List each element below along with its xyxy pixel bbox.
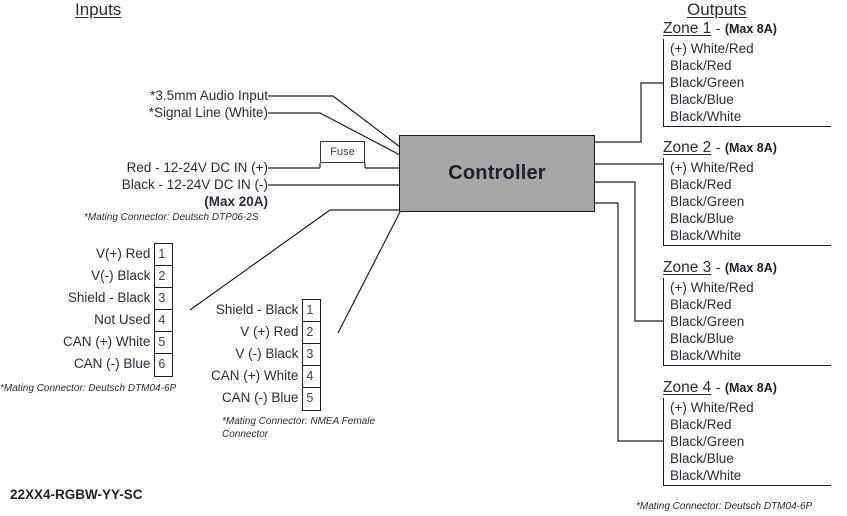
inputs-heading: Inputs [75, 0, 122, 19]
input-label-power-max: (Max 20A) [204, 194, 268, 209]
connector-1-pin-label: Not Used [94, 312, 151, 327]
zone-4-wire: Black/White [670, 468, 742, 483]
connector-1-pin-label: V(+) Red [95, 246, 151, 261]
controller-label: Controller [448, 162, 546, 184]
connector-1-pin-number: 5 [155, 332, 173, 354]
zone-1-name: Zone 1 [663, 20, 712, 37]
connector-1-pin-number: 3 [155, 288, 173, 310]
wire-connector-1 [189, 209, 399, 311]
zone-2-dash: - [715, 139, 721, 155]
outputs-note: *Mating Connector: Deutsch DTM04-6P [636, 501, 813, 512]
connector-1-pin-label: V(-) Black [91, 268, 151, 283]
connector-2-pin-number: 1 [303, 300, 321, 322]
fuse-block: Fuse [320, 141, 365, 163]
zone-4-wire: Black/Red [670, 417, 732, 432]
zone-4-wire-list: (+) White/Red Black/Red Black/Green Blac… [663, 398, 831, 486]
zone-3-wire: Black/Green [670, 314, 745, 329]
connector-2-block: Shield - Black V (+) Red V (-) Black CAN… [211, 299, 322, 411]
connector-1-pins: 1 2 3 4 5 6 [154, 243, 174, 377]
fuse-label: Fuse [330, 146, 355, 158]
zone-2-block: Zone 2 - (Max 8A) (+) White/Red Black/Re… [663, 140, 838, 246]
zone-4-wire: (+) White/Red [670, 400, 754, 415]
connector-2-pin-number: 2 [303, 322, 321, 344]
zone-1-wire: (+) White/Red [670, 41, 754, 56]
zone-1-heading: Zone 1 - (Max 8A) [663, 21, 838, 37]
connector-1-pin-label: CAN (-) Blue [73, 356, 151, 371]
connector-2-labels: Shield - Black V (+) Red V (-) Black CAN… [211, 299, 302, 409]
connector-1-block: V(+) Red V(-) Black Shield - Black Not U… [63, 243, 174, 377]
wire-connector-2 [337, 211, 401, 334]
zone-1-wire-list: (+) White/Red Black/Red Black/Green Blac… [663, 39, 831, 127]
zone-3-heading: Zone 3 - (Max 8A) [663, 260, 838, 276]
zone-4-dash: - [715, 379, 721, 395]
connector-2-pin-number: 3 [303, 344, 321, 366]
connector-1-pin-number: 2 [155, 266, 173, 288]
connector-1-pin-number: 4 [155, 310, 173, 332]
zone-1-dash: - [715, 20, 721, 36]
zone-2-max: (Max 8A) [724, 141, 777, 155]
zone-2-wire: Black/Red [670, 177, 732, 192]
zone-4-max: (Max 8A) [724, 381, 777, 395]
connector-2-pin-label: CAN (-) Blue [221, 390, 299, 405]
zone-3-wire: (+) White/Red [670, 280, 754, 295]
input-label-power-negative: Black - 12-24V DC IN (-) [121, 177, 268, 192]
zone-4-wire: Black/Blue [670, 451, 734, 466]
connector-2-pin-label: Shield - Black [215, 302, 299, 317]
wire-zone-1 [595, 82, 663, 143]
controller-block: Controller [399, 135, 595, 212]
input-label-power-positive: Red - 12-24V DC IN (+) [126, 160, 268, 175]
connector-2-pin-number: 5 [306, 391, 314, 405]
connector-2-pin-number: 4 [303, 366, 321, 388]
zone-2-name: Zone 2 [663, 139, 712, 156]
zone-4-block: Zone 4 - (Max 8A) (+) White/Red Black/Re… [663, 380, 838, 486]
zone-1-wire: Black/Blue [670, 92, 734, 107]
zone-1-max: (Max 8A) [724, 22, 777, 36]
connector-1-pin-label: Shield - Black [67, 290, 151, 305]
zone-1-wire: Black/Green [670, 75, 745, 90]
wire-zone-4 [595, 202, 663, 442]
wire-audio-input [268, 95, 401, 148]
zone-2-wire: Black/Green [670, 194, 745, 209]
zone-3-wire: Black/Red [670, 297, 732, 312]
model-number: 22XX4-RGBW-YY-SC [10, 487, 143, 502]
connector-1-pin-number: 6 [158, 357, 166, 371]
connector-2-pin-label: V (+) Red [240, 324, 299, 339]
zone-3-block: Zone 3 - (Max 8A) (+) White/Red Black/Re… [663, 260, 838, 366]
connector-2-pin-label: CAN (+) White [211, 368, 299, 383]
zone-2-wire: Black/White [670, 228, 742, 243]
input-note-power: *Mating Connector: Deutsch DTP06-2S [84, 212, 259, 223]
zone-3-wire: Black/White [670, 348, 742, 363]
connector-1-pin-label: CAN (+) White [63, 334, 151, 349]
zone-2-heading: Zone 2 - (Max 8A) [663, 140, 838, 156]
zone-4-heading: Zone 4 - (Max 8A) [663, 380, 838, 396]
zone-3-name: Zone 3 [663, 259, 712, 276]
zone-4-wire: Black/Green [670, 434, 745, 449]
connector-2-pins: 1 2 3 4 5 [302, 299, 322, 411]
outputs-heading: Outputs [687, 0, 747, 19]
input-label-audio: *3.5mm Audio Input [150, 88, 268, 103]
zone-1-wire: Black/White [670, 109, 742, 124]
zone-3-wire-list: (+) White/Red Black/Red Black/Green Blac… [663, 278, 831, 366]
zone-3-max: (Max 8A) [724, 261, 777, 275]
input-label-signal: *Signal Line (White) [148, 105, 268, 120]
zone-1-wire: Black/Red [670, 58, 732, 73]
zone-3-wire: Black/Blue [670, 331, 734, 346]
connector-2-pin-label: V (-) Black [235, 346, 299, 361]
connector-1-labels: V(+) Red V(-) Black Shield - Black Not U… [63, 243, 154, 375]
wire-signal-line [268, 112, 401, 156]
zone-3-dash: - [715, 259, 721, 275]
zone-2-wire: (+) White/Red [670, 160, 754, 175]
zone-2-wire: Black/Blue [670, 211, 734, 226]
wire-zone-3 [595, 181, 663, 322]
zone-2-wire-list: (+) White/Red Black/Red Black/Green Blac… [663, 158, 831, 246]
zone-4-name: Zone 4 [663, 379, 712, 396]
connector-1-pin-number: 1 [155, 244, 173, 266]
zone-1-block: Zone 1 - (Max 8A) (+) White/Red Black/Re… [663, 21, 838, 127]
connector-1-note: *Mating Connector: Deutsch DTM04-6P [0, 383, 177, 394]
connector-2-note: *Mating Connector: NMEA Female Connector [222, 416, 376, 440]
